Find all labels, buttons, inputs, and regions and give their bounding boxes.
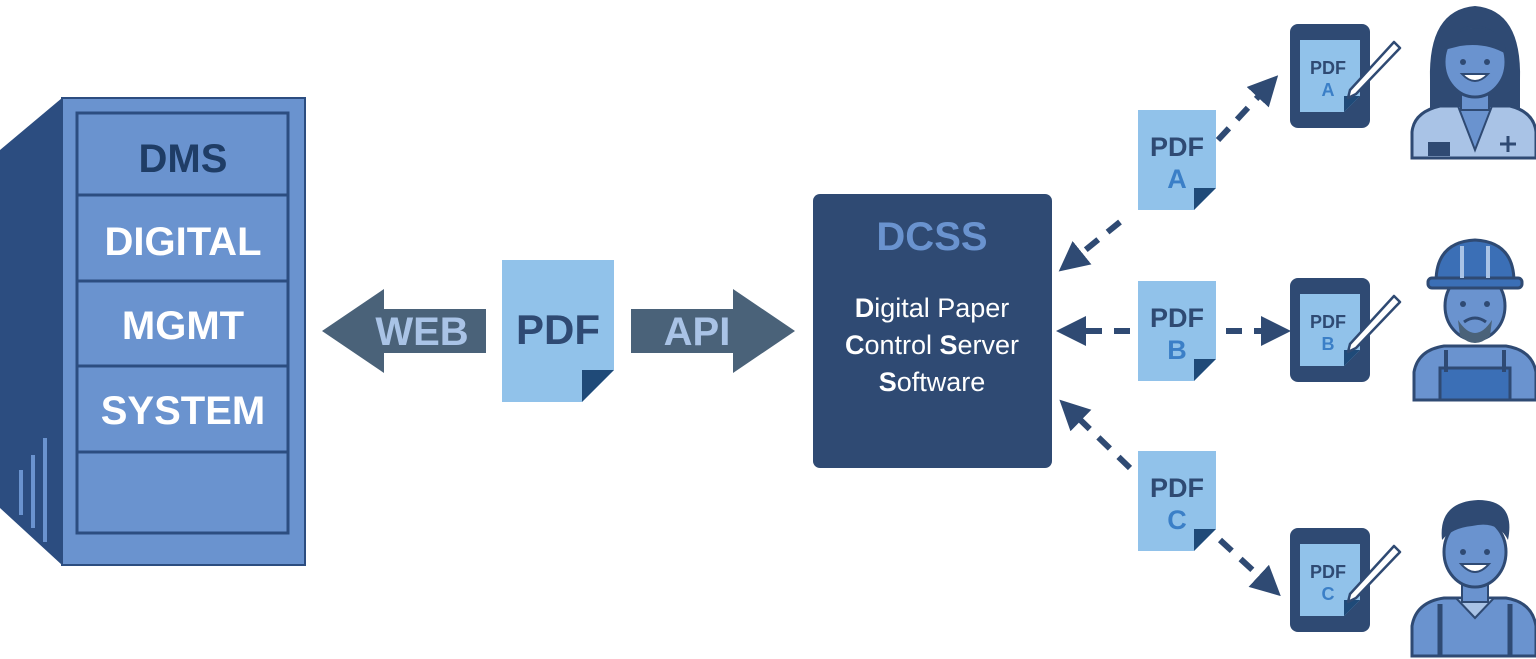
tablet-b: PDF B (1290, 278, 1402, 382)
tablet-screen-fold (1344, 96, 1360, 112)
connector-c-to-tablet (1217, 537, 1281, 597)
document-page (1138, 110, 1216, 210)
dcss-box: DCSS Digital Paper Control Server Softwa… (813, 194, 1052, 468)
connectors (1056, 75, 1291, 597)
api-arrow-shape (631, 289, 795, 373)
tablet-a-letter: A (1322, 80, 1335, 100)
tablet-c-letter: C (1322, 584, 1335, 604)
document-page (1138, 451, 1216, 551)
tablet-screen-fold (1344, 600, 1360, 616)
dcss-initial-s2: S (879, 367, 897, 397)
server-front (61, 97, 306, 566)
document-c: PDF C (1138, 451, 1216, 551)
tablet-b-letter: B (1322, 334, 1335, 354)
document-b: PDF B (1138, 281, 1216, 381)
tablet-screen (1300, 544, 1360, 616)
dcss-line-2: Control Server (845, 330, 1019, 360)
document-page-fold (1194, 529, 1216, 551)
document-b-letter: B (1167, 335, 1187, 365)
document-c-pdf-label: PDF (1150, 473, 1204, 503)
pen-icon (1346, 544, 1402, 604)
dms-server: DMS DIGITAL MGMT SYSTEM (0, 97, 306, 566)
web-arrow-shape (322, 289, 486, 373)
dcss-line-1: Digital Paper (855, 293, 1010, 323)
tablet-c-pdf-label: PDF (1310, 562, 1346, 582)
server-label-digital: DIGITAL (104, 220, 261, 264)
dcss-text-erver: erver (958, 330, 1020, 360)
pdf-page-fold (582, 370, 614, 402)
dcss-title: DCSS (876, 215, 987, 259)
dcss-initial-c: C (845, 330, 865, 360)
dcss-panel (813, 194, 1052, 468)
construction-worker-icon (1412, 238, 1536, 402)
document-page-fold (1194, 359, 1216, 381)
document-a-letter: A (1167, 164, 1187, 194)
web-arrow: WEB (322, 289, 486, 373)
connector-a-to-dcss (1058, 219, 1122, 272)
dcss-line-3: Software (879, 367, 986, 397)
pen-icon (1346, 40, 1402, 100)
tablet-b-pdf-label: PDF (1310, 312, 1346, 332)
document-page (1138, 281, 1216, 381)
server-label-mgmt: MGMT (122, 304, 244, 348)
pen-icon (1346, 294, 1402, 354)
tablet-c: PDF C (1290, 528, 1402, 632)
dcss-initial-s: S (940, 330, 958, 360)
api-arrow: API (631, 289, 795, 373)
document-page-fold (1194, 188, 1216, 210)
tablet-a: PDF A (1290, 24, 1402, 128)
server-label-dms: DMS (139, 137, 228, 181)
dcss-text-ontrol: ontrol (864, 330, 939, 360)
server-bay-frame (75, 111, 290, 535)
connector-a-to-tablet (1215, 75, 1279, 143)
dcss-initial-d: D (855, 293, 875, 323)
api-arrow-label: API (664, 310, 731, 354)
dcss-text-oftware: oftware (897, 367, 986, 397)
web-arrow-label: WEB (375, 310, 468, 354)
document-b-pdf-label: PDF (1150, 303, 1204, 333)
document-a-pdf-label: PDF (1150, 132, 1204, 162)
office-man-icon (1410, 500, 1536, 658)
connector-c-to-dcss (1059, 399, 1133, 471)
tablet-screen (1300, 40, 1360, 112)
pdf-page (502, 260, 614, 402)
document-c-letter: C (1167, 505, 1187, 535)
server-label-system: SYSTEM (101, 389, 265, 433)
dcss-text-igital-paper: igital Paper (874, 293, 1009, 323)
center-pdf-document: PDF (502, 260, 614, 402)
tablet-screen-fold (1344, 350, 1360, 366)
center-pdf-label: PDF (516, 306, 600, 353)
doctor-icon (1410, 6, 1536, 160)
tablet-screen (1300, 294, 1360, 366)
tablet-a-pdf-label: PDF (1310, 58, 1346, 78)
document-a: PDF A (1138, 110, 1216, 210)
